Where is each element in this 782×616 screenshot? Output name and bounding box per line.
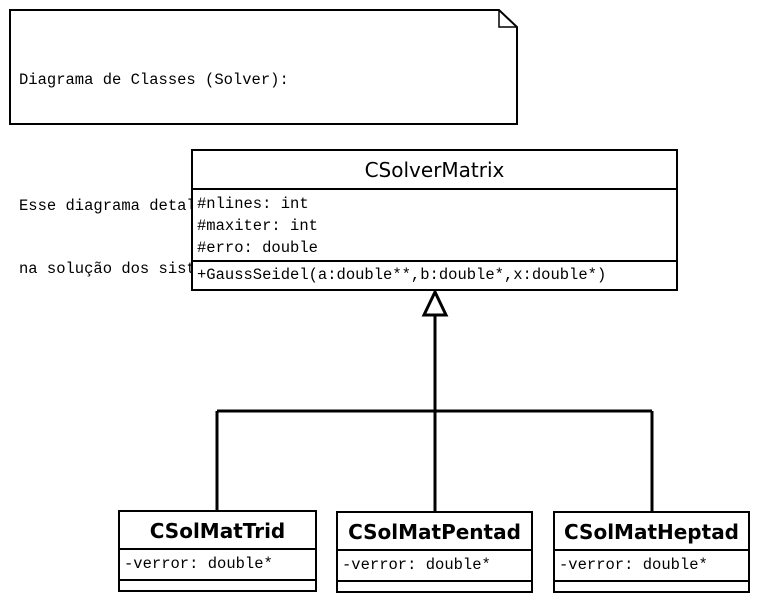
generalization-arrowhead <box>421 288 449 317</box>
class-attributes: #nlines: int #maxiter: int #erro: double <box>193 190 676 262</box>
class-csolmatpentad[interactable]: CSolMatPentad -verror: double* <box>336 511 533 593</box>
class-name: CSolMatPentad <box>338 513 531 551</box>
class-csolmatheptad[interactable]: CSolMatHeptad -verror: double* <box>553 511 750 593</box>
class-csolvermatrix[interactable]: CSolverMatrix #nlines: int #maxiter: int… <box>191 149 678 291</box>
class-name: CSolverMatrix <box>193 151 676 190</box>
note-shape <box>9 9 518 125</box>
description-note: Diagrama de Classes (Solver): Esse diagr… <box>9 9 518 278</box>
attribute-maxiter: #maxiter: int <box>197 217 318 235</box>
class-operations <box>338 582 531 593</box>
class-csolmattrid[interactable]: CSolMatTrid -verror: double* <box>118 510 317 592</box>
attribute-erro: #erro: double <box>197 239 318 257</box>
class-operations <box>120 581 315 592</box>
class-name: CSolMatHeptad <box>555 513 748 551</box>
attribute-verror: -verror: double* <box>555 551 748 582</box>
note-title: Diagrama de Classes (Solver): <box>19 71 289 89</box>
attribute-verror: -verror: double* <box>338 551 531 582</box>
class-operations <box>555 582 748 593</box>
attribute-nlines: #nlines: int <box>197 195 309 213</box>
class-name: CSolMatTrid <box>120 512 315 550</box>
attribute-verror: -verror: double* <box>120 550 315 581</box>
operation-gaussseidel: +GaussSeidel(a:double**,b:double*,x:doub… <box>197 266 607 284</box>
